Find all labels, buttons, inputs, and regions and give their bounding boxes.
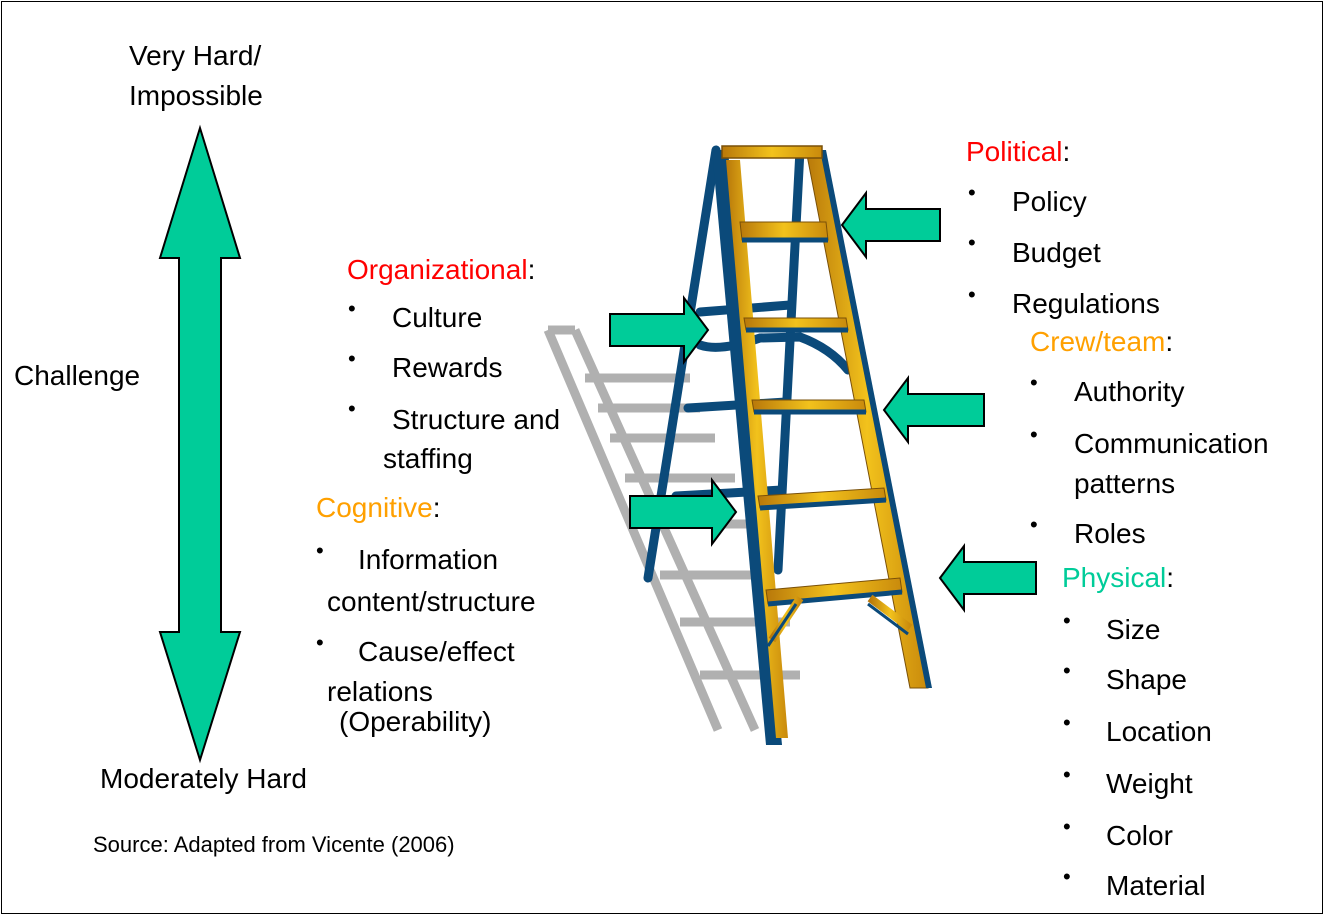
political-item-policy: Policy	[1012, 186, 1087, 217]
political-bullet-2: •	[968, 230, 976, 255]
physical-item-color: Color	[1106, 820, 1173, 851]
physical-bullet-3: •	[1063, 710, 1071, 735]
crew-bullet-2: •	[1030, 422, 1038, 447]
arrow-physical-icon	[938, 543, 1037, 613]
source-caption: Source: Adapted from Vicente (2006)	[93, 832, 455, 857]
physical-item-shape: Shape	[1106, 664, 1187, 695]
ladder-step-edges	[742, 237, 903, 607]
organizational-item-staffing: staffing	[383, 443, 473, 474]
organizational-item-rewards: Rewards	[392, 352, 503, 383]
arrow-political-icon	[840, 190, 941, 260]
scale-top-label-line1: Very Hard/	[129, 40, 262, 71]
cognitive-bullet-2: •	[316, 630, 324, 655]
physical-item-location: Location	[1106, 716, 1212, 747]
political-bullet-1: •	[968, 180, 976, 205]
ladder-steps	[739, 221, 903, 605]
organizational-bullet-2: •	[348, 346, 356, 371]
arrow-cognitive-icon	[629, 477, 738, 547]
crew-bullet-3: •	[1030, 512, 1038, 537]
crew-item-communication: Communication	[1074, 428, 1269, 459]
political-item-regulations: Regulations	[1012, 288, 1160, 319]
organizational-item-structure: Structure and	[392, 404, 561, 435]
arrow-crew-icon	[882, 375, 985, 445]
crew-bullet-1: •	[1030, 370, 1038, 395]
organizational-bullet-3: •	[348, 396, 356, 421]
ladder-top-cap	[721, 145, 823, 159]
physical-bullet-2: •	[1063, 658, 1071, 683]
physical-bullet-1: •	[1063, 608, 1071, 633]
physical-item-weight: Weight	[1106, 768, 1193, 799]
scale-middle-label: Challenge	[14, 360, 141, 391]
physical-bullet-4: •	[1063, 762, 1071, 787]
ladder-left-rail-face	[726, 160, 788, 738]
cognitive-item-operability: (Operability)	[339, 706, 492, 737]
cognitive-item-information: Information	[358, 544, 499, 575]
arrow-organizational-icon	[609, 295, 710, 365]
crew-heading: Crew/team:	[1030, 326, 1174, 357]
ladder-right-rail-edge	[820, 150, 932, 688]
scale-bottom-label: Moderately Hard	[100, 763, 307, 794]
cognitive-item-cause-effect: Cause/effect	[358, 636, 515, 667]
difficulty-double-arrow-icon	[158, 124, 242, 764]
political-bullet-3: •	[968, 282, 976, 307]
physical-bullet-5: •	[1063, 814, 1071, 839]
physical-item-size: Size	[1106, 614, 1161, 645]
cognitive-item-content-structure: content/structure	[327, 586, 536, 617]
political-heading: Political:	[966, 136, 1071, 167]
political-item-budget: Budget	[1012, 237, 1101, 268]
physical-item-material: Material	[1106, 870, 1206, 901]
organizational-heading: Organizational:	[347, 254, 536, 285]
cognitive-item-relations: relations	[327, 676, 433, 707]
cognitive-bullet-1: •	[316, 538, 324, 563]
organizational-bullet-1: •	[348, 296, 356, 321]
physical-bullet-6: •	[1063, 864, 1071, 889]
scale-top-label-line2: Impossible	[129, 80, 263, 111]
crew-item-patterns: patterns	[1074, 468, 1176, 499]
organizational-item-culture: Culture	[392, 302, 483, 333]
crew-item-roles: Roles	[1074, 518, 1146, 549]
crew-item-authority: Authority	[1074, 376, 1185, 407]
cognitive-heading: Cognitive:	[316, 492, 441, 523]
physical-heading: Physical:	[1062, 562, 1175, 593]
